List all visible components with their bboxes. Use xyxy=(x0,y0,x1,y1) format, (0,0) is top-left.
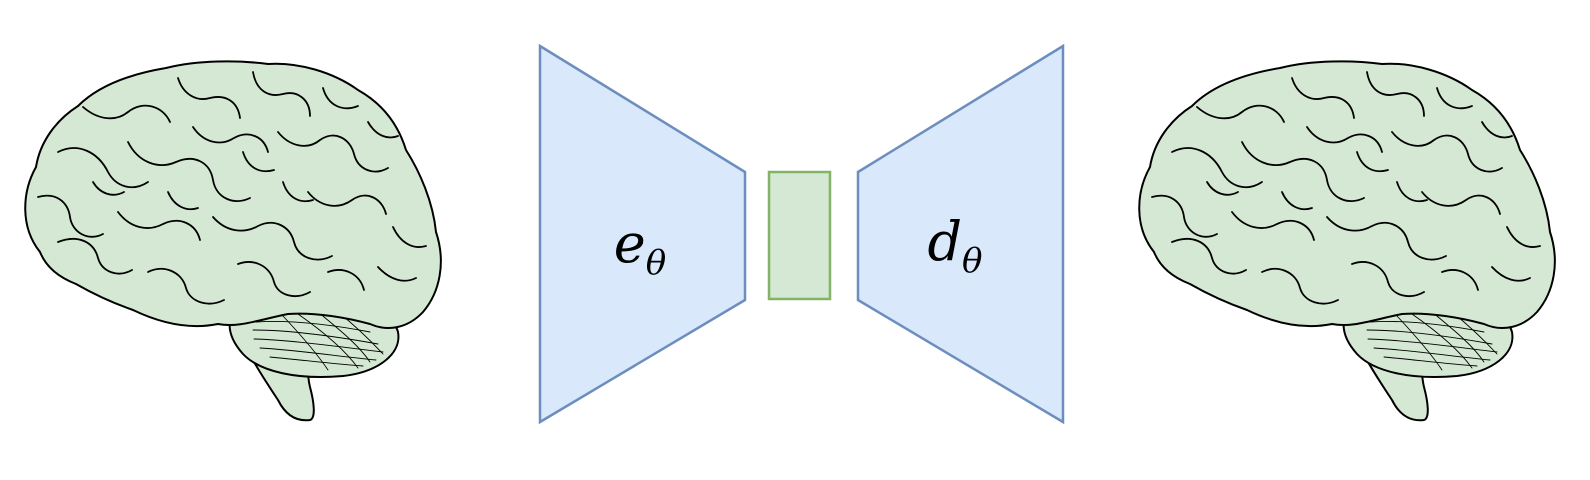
decoder-block: dθ xyxy=(856,43,1065,425)
encoder-label: eθ xyxy=(614,212,666,283)
decoder-shape xyxy=(856,43,1065,425)
latent-code-box xyxy=(767,170,832,301)
decoder-label: dθ xyxy=(927,210,982,281)
encoder-block: eθ xyxy=(538,43,747,425)
output-brain-icon xyxy=(1138,60,1556,422)
encoder-symbol: e xyxy=(614,212,646,275)
encoder-shape xyxy=(538,43,747,425)
decoder-symbol: d xyxy=(927,210,962,273)
encoder-subscript: θ xyxy=(646,243,666,283)
input-brain-icon xyxy=(24,60,442,422)
decoder-subscript: θ xyxy=(962,241,982,281)
